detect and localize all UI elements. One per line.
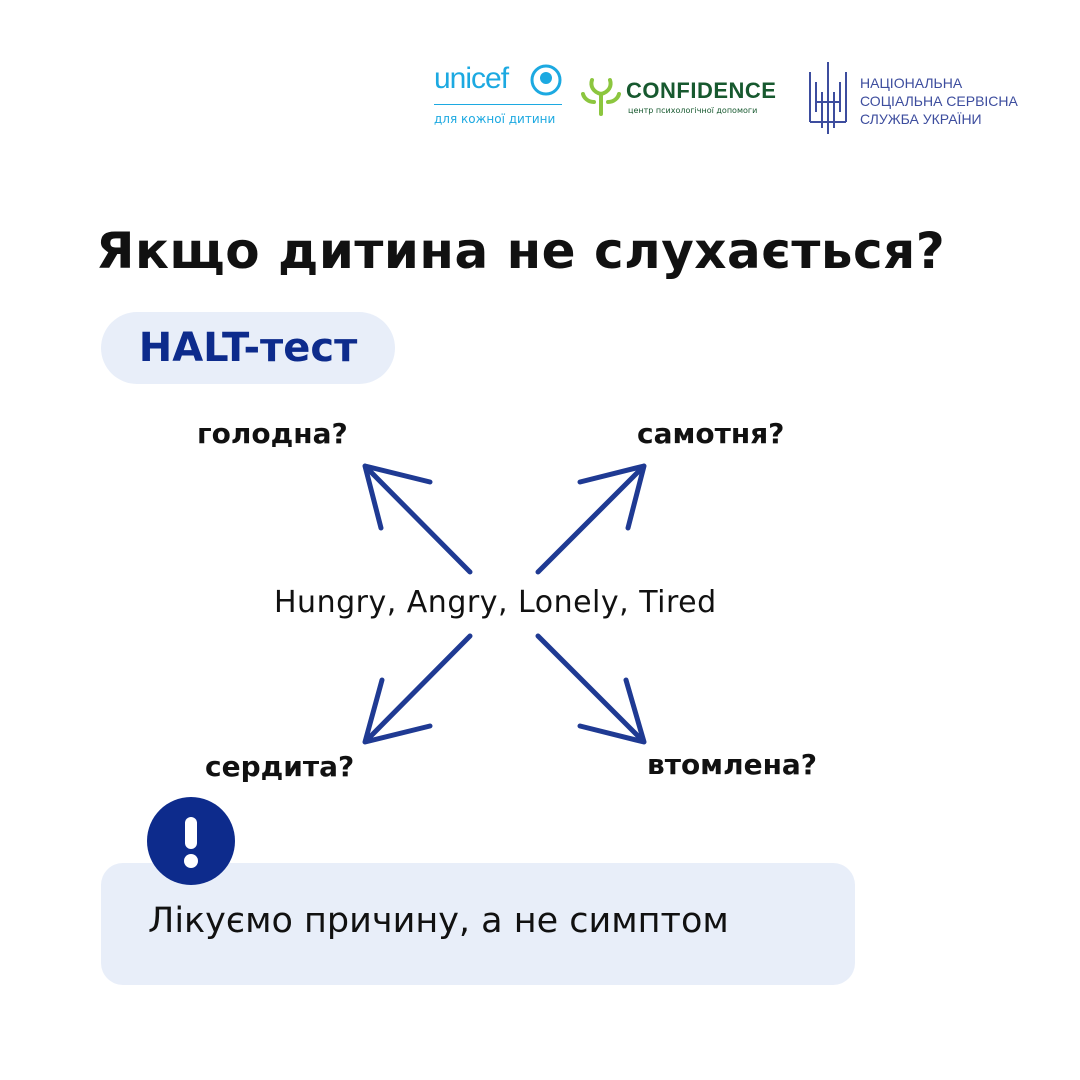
nsss-line: НАЦІОНАЛЬНА <box>860 75 963 91</box>
label-angry: сердита? <box>205 750 355 783</box>
halt-expansion: Hungry, Angry, Lonely, Tired <box>274 585 717 620</box>
page-title: Якщо дитина не слухається? <box>96 222 946 280</box>
confidence-tagline: центр психологічної допомоги <box>628 106 758 115</box>
nsss-emblem-icon <box>809 62 847 134</box>
note-text: Лікуємо причину, а не симптом <box>148 901 729 941</box>
arrow-bottom-left-icon <box>362 633 473 745</box>
unicef-wordmark: unicef <box>434 62 509 95</box>
halt-badge: HALT-тест <box>101 312 395 384</box>
confidence-wordmark: CONFIDENCE <box>626 78 777 103</box>
unicef-tagline: для кожної дитини <box>434 112 556 126</box>
unicef-emblem-icon <box>530 64 562 96</box>
label-tired: втомлена? <box>647 748 818 781</box>
note-panel: Лікуємо причину, а не симптом <box>101 863 855 985</box>
arrow-top-right-icon <box>535 463 647 575</box>
nsss-line: СОЦІАЛЬНА СЕРВІСНА <box>860 93 1018 109</box>
exclamation-icon <box>147 797 235 885</box>
arrow-bottom-right-icon <box>535 633 647 745</box>
label-lonely: самотня? <box>637 417 785 450</box>
arrow-top-left-icon <box>362 463 473 575</box>
divider <box>434 104 562 105</box>
unicef-logo: unicef для кожної дитини <box>434 62 562 126</box>
label-hungry: голодна? <box>197 417 348 450</box>
nsss-line: СЛУЖБА УКРАЇНИ <box>860 111 982 127</box>
confidence-emblem-icon <box>581 78 621 116</box>
